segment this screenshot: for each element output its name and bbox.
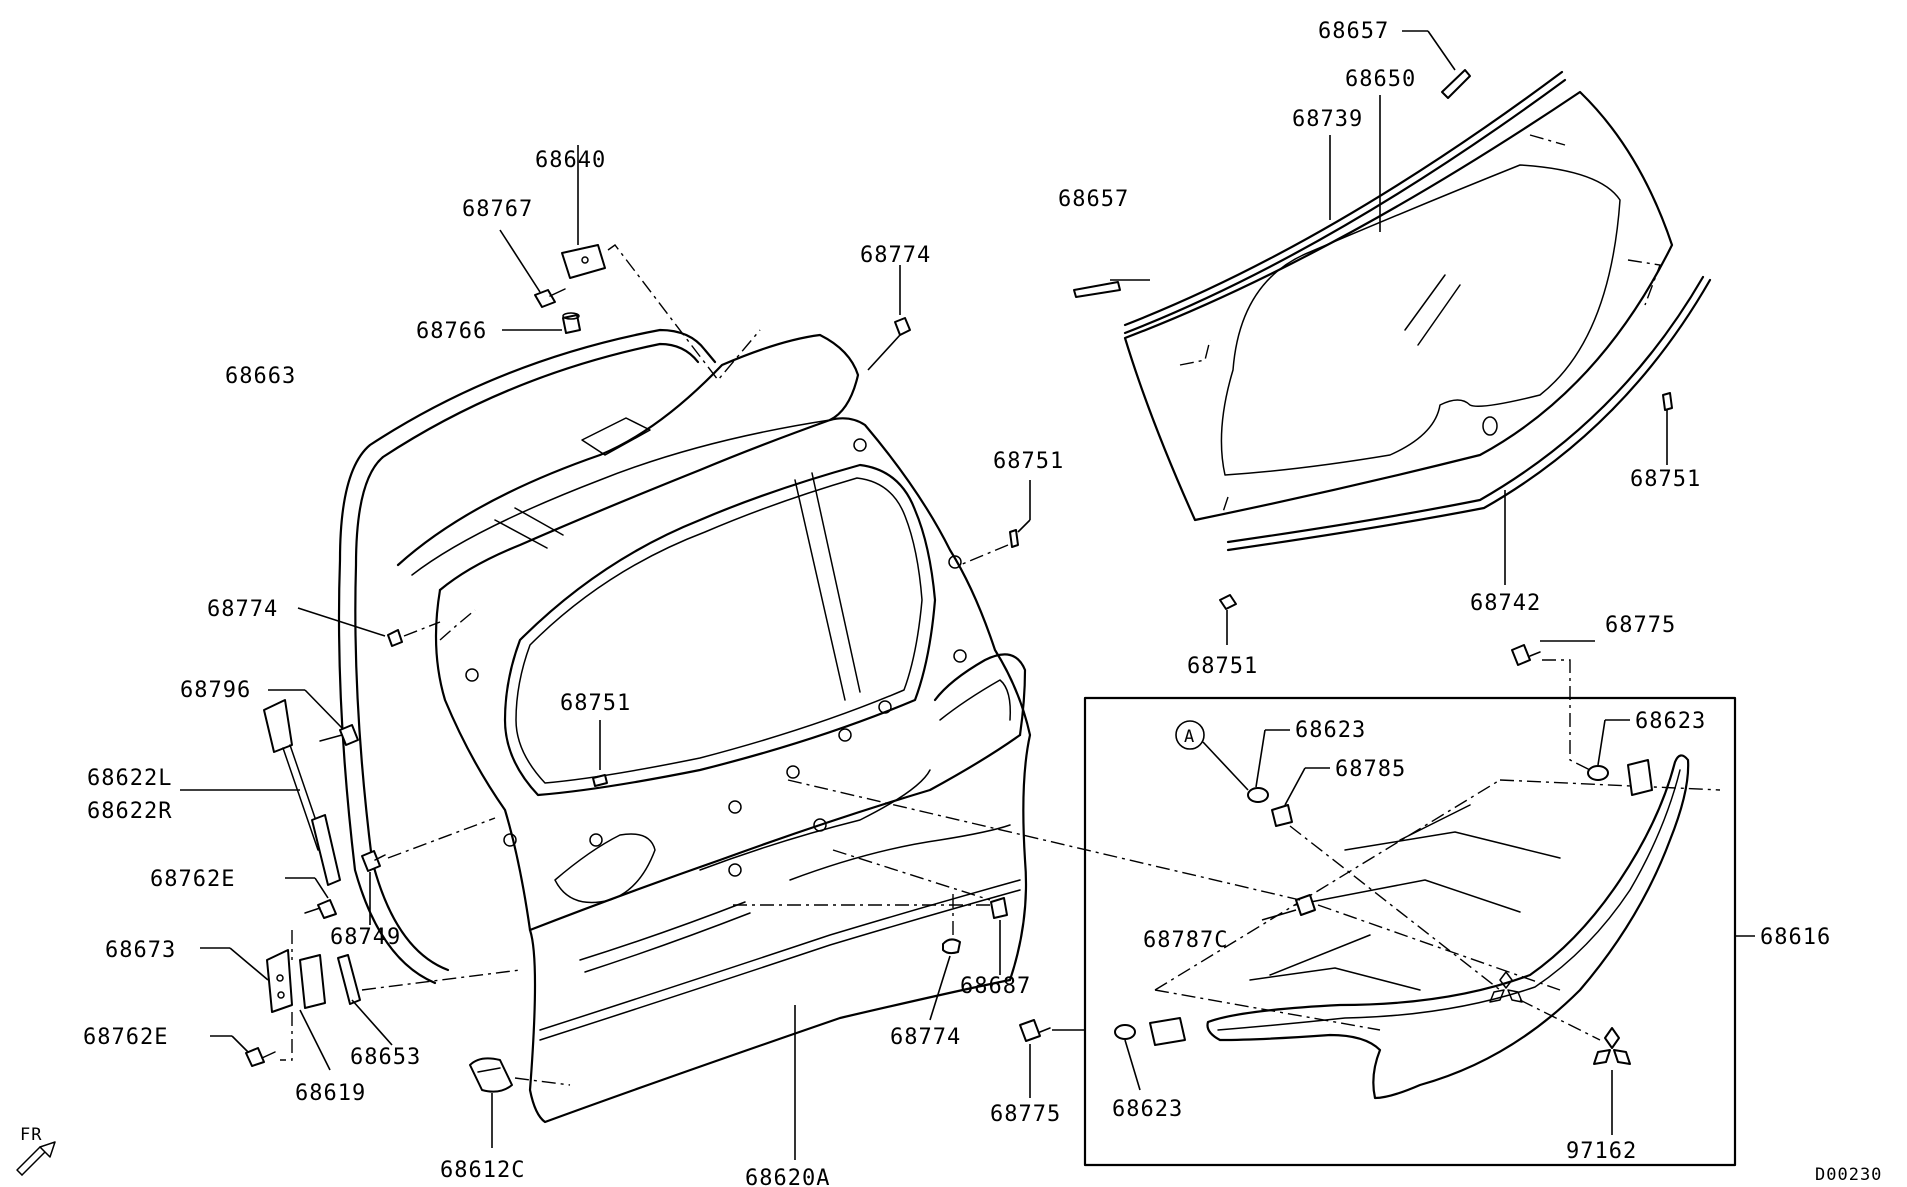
glass-moulding-lower [1226, 275, 1712, 552]
grommet-68774-lower [942, 938, 961, 955]
gasket-68653 [337, 954, 361, 1005]
clip-68623-c [1114, 1024, 1136, 1040]
label-68762e-lower: 68762E [83, 1025, 168, 1050]
hinge-68640 [561, 244, 606, 279]
label-68775-lower: 68775 [990, 1102, 1061, 1127]
label-68774-left: 68774 [207, 597, 278, 622]
clip-68751-lower [1219, 594, 1237, 610]
label-68751-tailgate: 68751 [993, 449, 1064, 474]
tailgate-panel [396, 333, 1032, 1124]
label-68751-center: 68751 [560, 691, 631, 716]
label-68749: 68749 [330, 925, 401, 950]
label-68767: 68767 [462, 197, 533, 222]
spacer-68657-left [1073, 281, 1121, 298]
rear-window-glass [1123, 90, 1674, 522]
garnish-68616 [1154, 754, 1721, 1100]
garnish-bracket-left [1149, 1017, 1186, 1046]
label-68619: 68619 [295, 1081, 366, 1106]
label-68766: 68766 [416, 319, 487, 344]
pad-68687 [990, 897, 1008, 919]
weatherstrip-68663 [337, 328, 717, 985]
label-68622l: 68622L [87, 766, 172, 791]
front-direction-arrow-icon [16, 1141, 56, 1176]
label-68785: 68785 [1335, 757, 1406, 782]
label-68742: 68742 [1470, 591, 1541, 616]
diagram-code: D00230 [1815, 1165, 1882, 1185]
garnish-bracket-right [1627, 759, 1653, 796]
bracket-68619 [299, 954, 326, 1009]
emblem-97162 [1593, 1027, 1631, 1065]
clip-68623-b [1587, 765, 1609, 781]
label-68657-left: 68657 [1058, 187, 1129, 212]
clip-68623-a [1247, 787, 1269, 803]
label-68653: 68653 [350, 1045, 421, 1070]
nut-68785 [1271, 804, 1293, 827]
label-68787c: 68787C [1143, 928, 1228, 953]
label-68774-top: 68774 [860, 243, 931, 268]
label-68775-upper: 68775 [1605, 613, 1676, 638]
clip-68751-center [592, 774, 608, 787]
gas-strut-68622 [263, 699, 341, 886]
bolt-68762e-lower [245, 1047, 276, 1067]
bracket-68673 [266, 949, 293, 1013]
label-68774-lower: 68774 [890, 1025, 961, 1050]
emblem-on-garnish [1489, 971, 1523, 1003]
label-68673: 68673 [105, 938, 176, 963]
label-68650: 68650 [1345, 67, 1416, 92]
label-68640: 68640 [535, 148, 606, 173]
nut-68766 [562, 312, 581, 334]
bolt-68796 [319, 724, 359, 746]
callout-a: A [1175, 720, 1205, 750]
bolt-68775-upper [1511, 644, 1541, 666]
label-97162: 97162 [1566, 1139, 1637, 1164]
glass-moulding-upper [1123, 70, 1567, 335]
label-68739: 68739 [1292, 107, 1363, 132]
label-68663: 68663 [225, 364, 296, 389]
label-68687: 68687 [960, 974, 1031, 999]
label-68796: 68796 [180, 678, 251, 703]
label-68616: 68616 [1760, 925, 1831, 950]
grommet-68774-top [894, 317, 911, 336]
bolt-68749 [361, 850, 386, 872]
callout-a-label: A [1184, 727, 1195, 747]
bolt-68775-lower [1019, 1019, 1051, 1042]
bumper-68612c [469, 1057, 513, 1093]
label-68623-b: 68623 [1635, 709, 1706, 734]
bolt-68767 [534, 288, 566, 308]
direction-label: FR [20, 1125, 42, 1145]
label-68620a: 68620A [745, 1166, 830, 1187]
label-68623-c: 68623 [1112, 1097, 1183, 1122]
spacer-68657-top [1441, 69, 1471, 99]
label-68612c: 68612C [440, 1158, 525, 1183]
label-68751-lower: 68751 [1187, 654, 1258, 679]
label-68762e-upper: 68762E [150, 867, 235, 892]
bolt-68762e-upper [304, 899, 337, 919]
clip-68787c [1295, 894, 1316, 916]
grommet-68774-left [387, 629, 403, 647]
part-labels: 68657 68650 68739 68657 68640 68767 6876… [83, 19, 1831, 1187]
garnish-detail-box [1083, 696, 1737, 1167]
label-68623-a: 68623 [1295, 718, 1366, 743]
clip-68751-tailgate-right [1009, 529, 1019, 548]
label-68657-top: 68657 [1318, 19, 1389, 44]
label-68622r: 68622R [87, 799, 172, 824]
label-68751-right: 68751 [1630, 467, 1701, 492]
clip-68751-right [1662, 392, 1673, 411]
